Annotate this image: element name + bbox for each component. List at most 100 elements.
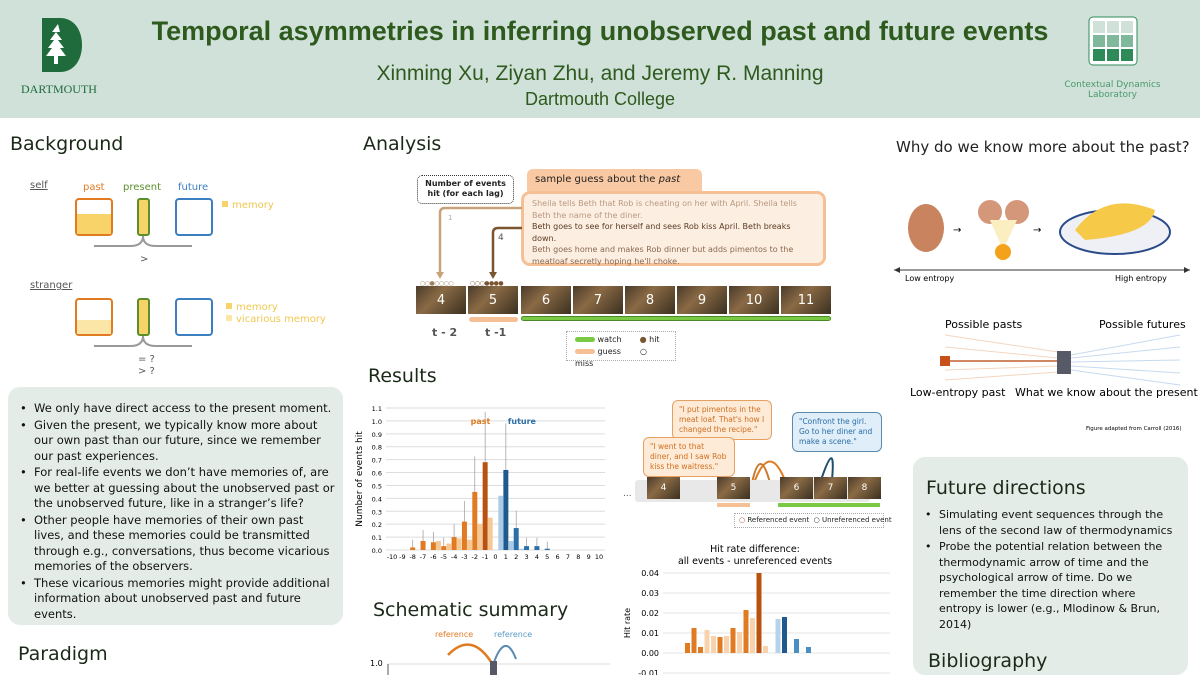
watch-bar (521, 316, 831, 321)
bar-unreferenced-events (487, 517, 493, 550)
stranger-relation-1: = ? (138, 354, 155, 365)
x-tick-label: 0 (493, 553, 497, 561)
memory-legend: memory (232, 200, 274, 211)
y-tick-label: -0.01 (638, 669, 659, 675)
x-tick-label: 2 (514, 553, 518, 561)
y-tick-label: 0.2 (372, 521, 382, 529)
hit-dots-t2: ○○●○○○○ (420, 280, 454, 287)
y-tick-label: 1.1 (372, 405, 382, 413)
dartmouth-pine-icon (42, 18, 82, 72)
x-tick-label: 10 (595, 553, 603, 561)
bar-all-events (513, 528, 519, 550)
stranger-relation-2: > ? (138, 366, 155, 377)
legend-watch: watch (597, 335, 622, 344)
future-directions-box: Future directions Simulating event seque… (913, 457, 1188, 675)
hit-rate-bar (782, 617, 787, 653)
schematic-heading: Schematic summary (373, 599, 569, 621)
frame: 4 (416, 286, 466, 314)
bar-all-events (534, 546, 540, 550)
frame: 7 (573, 286, 623, 314)
future-label: future (178, 182, 208, 193)
legend-guess: guess (597, 347, 621, 356)
y-axis-label: Hit rate (623, 608, 632, 638)
svg-text:→: → (1033, 225, 1041, 236)
results-heading: Results (368, 365, 437, 387)
legend-unreferenced: Unreferenced event (822, 516, 892, 524)
bar-unreferenced-events (519, 548, 525, 550)
y-tick-label: 0.03 (641, 589, 659, 598)
low-entropy-past-label: Low-entropy past (910, 386, 1006, 399)
x-tick-label: 9 (587, 553, 591, 561)
frame: 5 (717, 477, 750, 499)
x-tick-label: -10 (387, 553, 398, 561)
x-tick-label: -9 (399, 553, 405, 561)
guess-tab-emphasis: past (658, 174, 681, 185)
arrow-count-1: 1 (448, 214, 452, 222)
memory-legend-2: memory (236, 302, 278, 313)
hit-rate-bar (698, 647, 703, 653)
schematic-diagram: reference reference 1.0 (370, 630, 610, 675)
bullet: These vicarious memories might provide a… (16, 576, 335, 623)
hit-rate-bar (775, 619, 781, 653)
y-tick-label: 1.0 (372, 418, 382, 426)
ellipsis: ... (623, 489, 632, 499)
y-tick-label: 0.8 (372, 444, 382, 452)
possible-futures-label: Possible futures (1099, 318, 1186, 331)
egg-icon (908, 204, 944, 252)
y-tick-label: 0.9 (372, 431, 382, 439)
x-tick-label: 4 (535, 553, 539, 561)
hit-rate-bar (750, 618, 755, 653)
bar-all-events (430, 542, 436, 550)
dartmouth-wordmark: DARTMOUTH (21, 82, 97, 96)
x-tick-label: -5 (441, 553, 447, 561)
bar-unreferenced-events (456, 538, 462, 550)
analysis-legend: watch● hit guess○ miss (566, 331, 676, 368)
self-label: self (30, 180, 48, 191)
sample-guess-tab: sample guess about the past (527, 169, 702, 191)
x-tick-label: -8 (409, 553, 415, 561)
x-tick-label: 1 (504, 553, 508, 561)
x-tick-label: 7 (566, 553, 570, 561)
legend-referenced: Referenced event (747, 516, 810, 524)
lag-label-t1: t -1 (485, 326, 507, 339)
watch-bar (778, 503, 880, 507)
reference-future-label: reference (494, 630, 532, 639)
bar-unreferenced-events (477, 524, 483, 550)
memory-diagram: self past present future memory > strang… (30, 180, 326, 377)
hit-rate-bar (724, 636, 729, 653)
hit-rate-bar (743, 610, 749, 653)
events-hit-chart: 0.00.10.20.30.40.50.60.70.80.91.01.1-10-… (355, 405, 605, 561)
y-tick-label: 0.5 (372, 482, 382, 490)
future-annotation: future (508, 417, 537, 426)
bar-unreferenced-events (508, 540, 514, 550)
hit-rate-bar (737, 632, 742, 653)
paradigm-heading: Paradigm (18, 643, 108, 665)
entropy-figure: → → Low entropy High entropy Possible pa… (894, 200, 1199, 432)
x-tick-label: 8 (576, 553, 580, 561)
results-legend: ○ Referenced event ○ Unreferenced event (734, 513, 892, 528)
x-tick-label: 6 (556, 553, 560, 561)
low-entropy-square (940, 356, 950, 366)
vicarious-memory-legend: vicarious memory (236, 314, 326, 325)
guess-tab-text: sample guess about the (535, 174, 659, 185)
self-relation: > (140, 254, 148, 265)
hit-rate-bar (806, 647, 811, 653)
bar-all-events (544, 548, 550, 550)
hit-rate-bar (794, 639, 799, 653)
hit-rate-bar (756, 573, 762, 653)
bar-all-events (482, 462, 488, 550)
frame: 8 (625, 286, 675, 314)
past-annotation: past (471, 417, 491, 426)
present-knowledge-label: What we know about the present (1015, 386, 1199, 399)
bar-all-events (461, 521, 467, 550)
bar-all-events (503, 469, 509, 550)
results-timeline: 4 5 6 7 8 (635, 477, 881, 502)
bar-all-events (524, 546, 530, 550)
bullet: Given the present, we typically know mor… (16, 418, 335, 465)
frame: 6 (780, 477, 813, 499)
bar-unreferenced-events (435, 540, 441, 550)
reference-past-label: reference (435, 630, 473, 639)
bar-all-events (472, 491, 478, 550)
frame: 7 (814, 477, 847, 499)
x-tick-label: -6 (430, 553, 436, 561)
